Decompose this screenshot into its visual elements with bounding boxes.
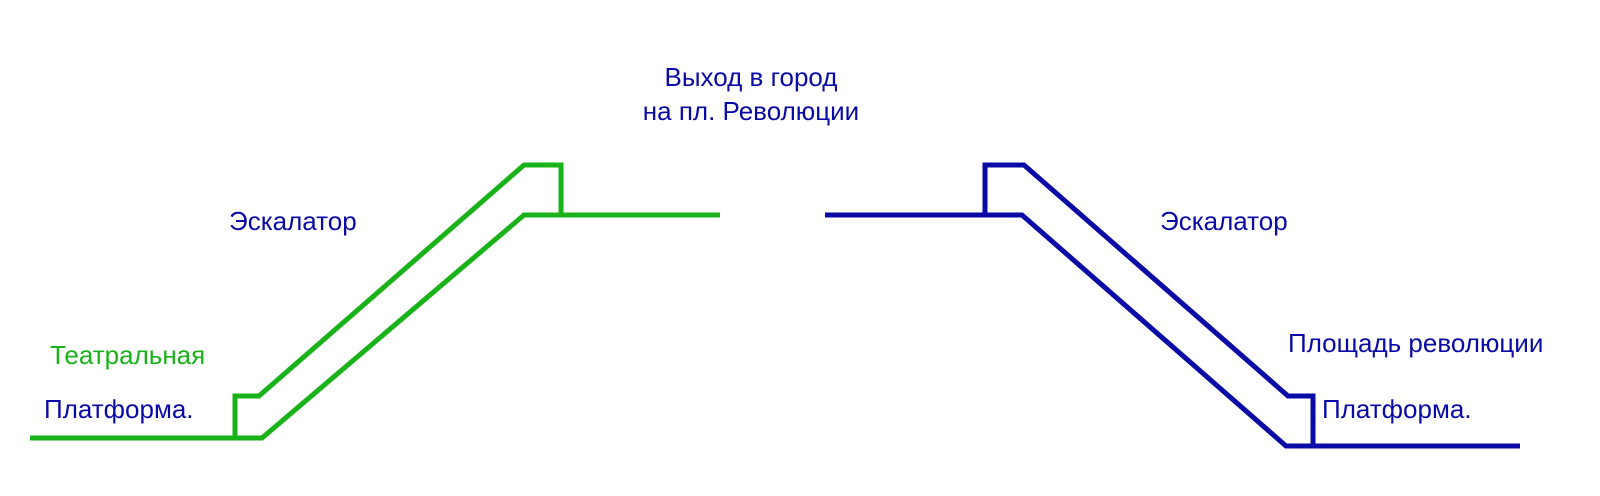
ploshchad-revolyutsii-platform-label: Платформа. <box>1322 394 1472 424</box>
ploshchad-revolyutsii-station-name: Площадь революции <box>1288 328 1543 358</box>
ploshchad-revolyutsii-escalator-label: Эскалатор <box>1160 206 1288 236</box>
teatralnaya-escalator <box>30 162 720 441</box>
teatralnaya-escalator-label: Эскалатор <box>229 206 357 236</box>
teatralnaya-station-name: Театральная <box>50 340 205 370</box>
exit-label-line-1: Выход в город <box>665 62 838 92</box>
teatralnaya-platform-floor-line <box>30 212 720 441</box>
exit-label-line-2: на пл. Революции <box>643 96 859 126</box>
teatralnaya-escalator-upper-rail <box>232 162 564 438</box>
ploshchad-revolyutsii-escalator-upper-rail <box>982 162 1316 446</box>
ploshchad-revolyutsii-floor-line <box>825 212 1520 449</box>
teatralnaya-platform-label: Платформа. <box>44 394 194 424</box>
ploshchad-revolyutsii-escalator <box>825 162 1520 449</box>
